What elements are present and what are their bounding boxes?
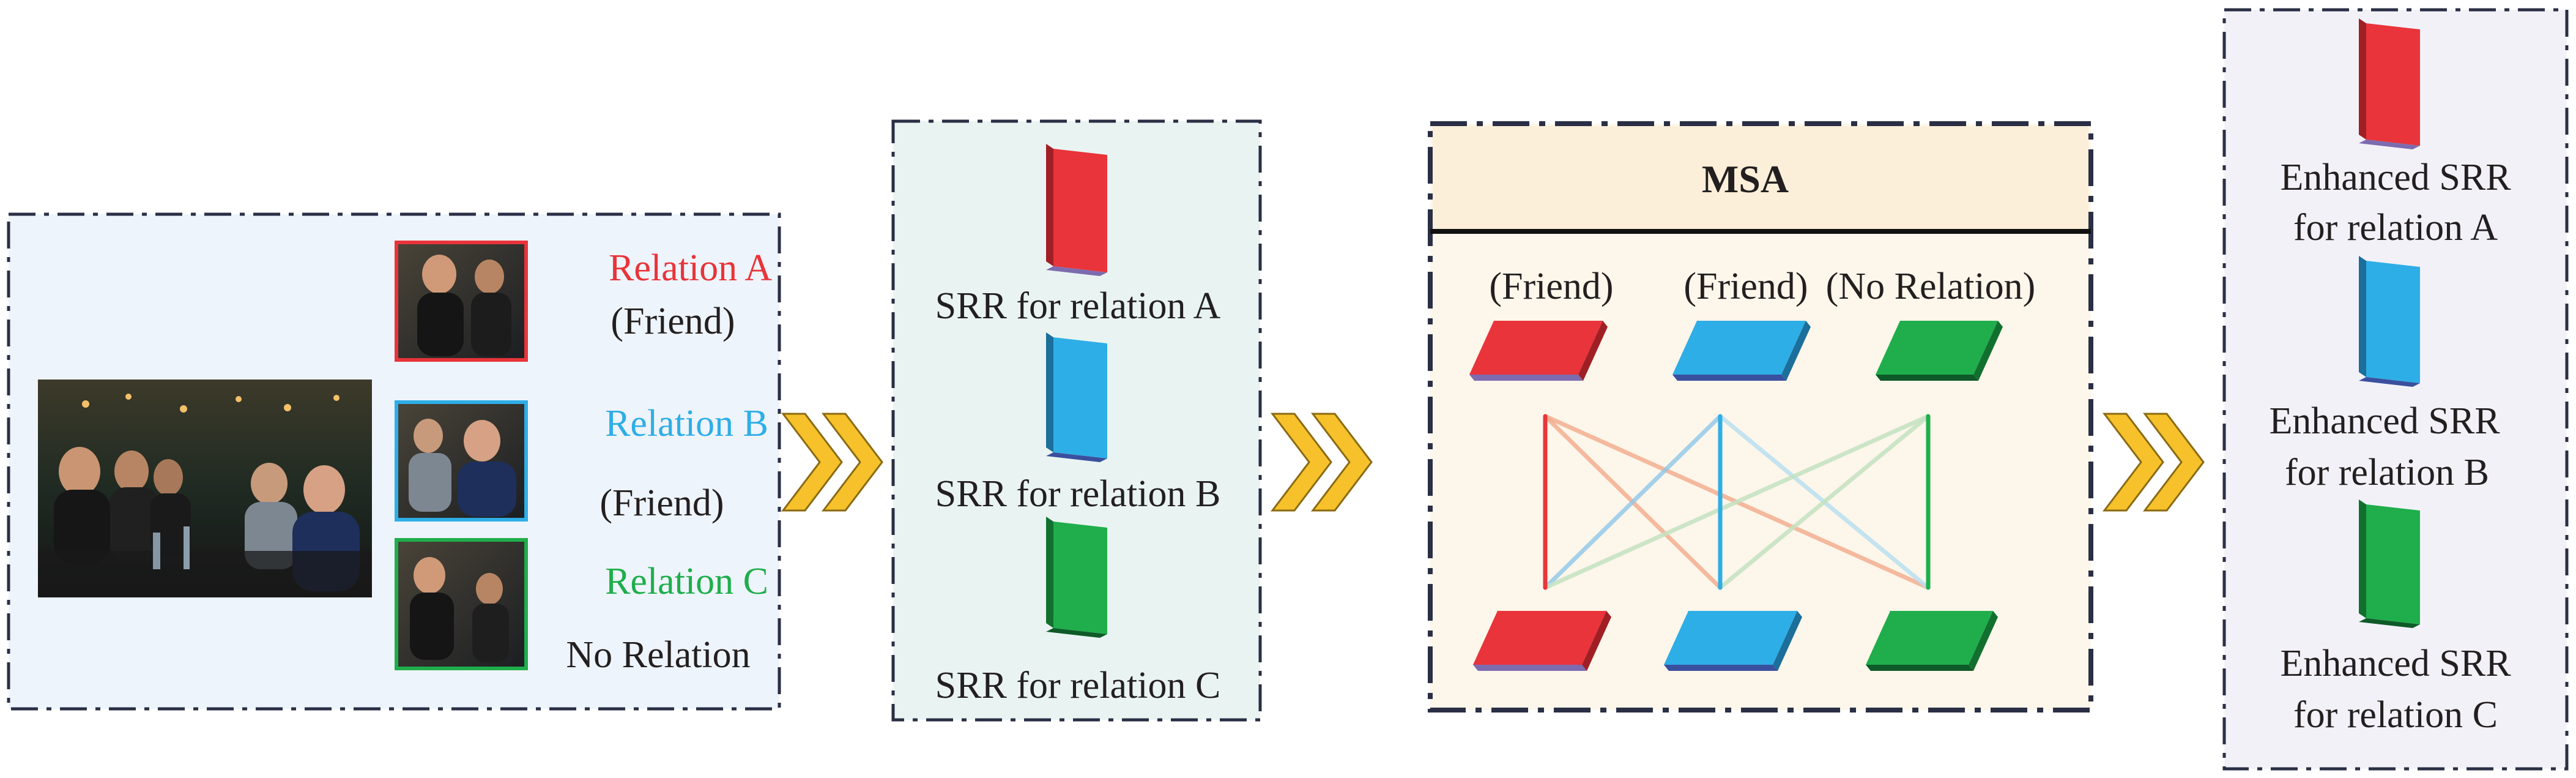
msa-title: MSA (1702, 157, 1789, 201)
srr-panel: SRR for relation A SRR for relation B SR… (891, 119, 1262, 722)
crop-relation-a (395, 241, 528, 362)
enhanced-b-line1: Enhanced SRR (2269, 400, 2500, 442)
srr-b-block (1046, 332, 1107, 462)
msa-label-2: (Friend) (1683, 266, 1808, 307)
msa-attention-lines (1543, 414, 1931, 590)
flow-arrow-1 (781, 413, 883, 512)
relation-a-label: (Friend) (611, 301, 735, 342)
input-panel: Relation A (Friend) Relation B (Friend) … (7, 212, 781, 711)
msa-bottom-token-red (1473, 611, 1611, 671)
msa-label-3: (No Relation) (1826, 266, 2036, 307)
msa-panel: MSA (Friend) (Friend) (No Relation) (1428, 121, 2093, 713)
msa-bottom-token-green (1866, 611, 1998, 671)
srr-c-label: SRR for relation C (935, 665, 1221, 706)
enhanced-c-block (2359, 499, 2420, 628)
enhanced-c-line1: Enhanced SRR (2280, 643, 2511, 684)
relation-c-label: No Relation (566, 634, 750, 676)
enhanced-b-line2: for relation B (2285, 452, 2489, 493)
enhanced-c-line2: for relation C (2293, 694, 2498, 736)
srr-a-label: SRR for relation A (935, 285, 1221, 327)
relation-c-name: Relation C (605, 561, 768, 602)
flow-arrow-2 (1270, 413, 1373, 512)
scene-photo (38, 380, 372, 597)
crop-relation-b (395, 400, 528, 522)
msa-top-token-green (1876, 321, 2003, 381)
relation-b-label: (Friend) (599, 482, 724, 524)
crop-relation-c (395, 538, 528, 670)
enhanced-b-block (2359, 256, 2420, 387)
enhanced-a-line1: Enhanced SRR (2280, 157, 2511, 198)
relation-a-name: Relation A (609, 247, 772, 289)
msa-top-token-red (1469, 321, 1608, 381)
msa-bottom-token-blue (1664, 611, 1802, 671)
srr-b-label: SRR for relation B (935, 473, 1221, 515)
enhanced-a-line2: for relation A (2293, 207, 2498, 249)
relation-b-name: Relation B (605, 403, 768, 444)
srr-a-block (1046, 144, 1107, 276)
srr-c-block (1046, 517, 1107, 638)
msa-header-band (1433, 126, 2088, 230)
flow-arrow-3 (2102, 413, 2205, 512)
msa-label-1: (Friend) (1489, 266, 1613, 307)
msa-top-token-blue (1672, 321, 1811, 381)
enhanced-a-block (2359, 18, 2420, 149)
enhanced-panel: Enhanced SRR for relation A Enhanced SRR… (2222, 8, 2569, 771)
